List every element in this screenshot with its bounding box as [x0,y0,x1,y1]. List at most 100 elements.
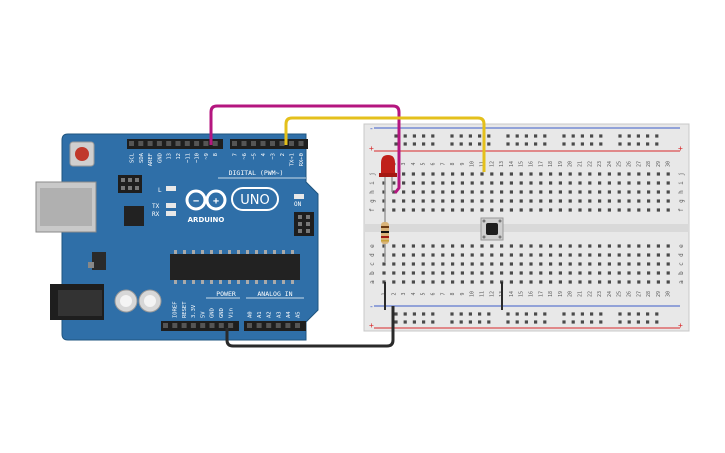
breadboard-hole[interactable] [558,262,562,266]
breadboard-hole[interactable] [618,134,622,138]
breadboard-hole[interactable] [480,253,484,257]
breadboard-hole[interactable] [562,312,566,316]
breadboard-hole[interactable] [450,134,454,138]
breadboard-hole[interactable] [470,181,474,185]
breadboard-hole[interactable] [568,181,572,185]
header-hole[interactable] [156,141,162,146]
breadboard-hole[interactable] [588,199,592,203]
breadboard-hole[interactable] [411,280,415,284]
breadboard-hole[interactable] [558,199,562,203]
breadboard-hole[interactable] [656,190,660,194]
breadboard-hole[interactable] [598,208,602,212]
header-hole[interactable] [166,141,172,146]
breadboard-hole[interactable] [490,280,494,284]
breadboard-hole[interactable] [588,181,592,185]
breadboard-hole[interactable] [441,208,445,212]
breadboard-hole[interactable] [422,134,426,138]
breadboard-hole[interactable] [392,262,396,266]
breadboard-hole[interactable] [656,253,660,257]
breadboard-hole[interactable] [394,312,398,316]
breadboard-hole[interactable] [524,320,528,324]
breadboard-hole[interactable] [598,199,602,203]
breadboard-hole[interactable] [578,271,582,275]
breadboard-hole[interactable] [470,190,474,194]
header-hole[interactable] [175,141,181,146]
header-hole[interactable] [200,323,206,328]
breadboard-hole[interactable] [558,208,562,212]
breadboard-hole[interactable] [441,199,445,203]
breadboard-hole[interactable] [578,172,582,176]
breadboard-hole[interactable] [578,208,582,212]
breadboard-hole[interactable] [500,253,504,257]
header-hole[interactable] [266,323,272,328]
breadboard-hole[interactable] [411,190,415,194]
breadboard-hole[interactable] [459,312,463,316]
breadboard-hole[interactable] [490,181,494,185]
breadboard-hole[interactable] [588,190,592,194]
breadboard-hole[interactable] [431,190,435,194]
breadboard-hole[interactable] [568,172,572,176]
breadboard-hole[interactable] [568,262,572,266]
breadboard-hole[interactable] [431,142,435,146]
header-hole[interactable] [228,323,234,328]
breadboard-hole[interactable] [617,271,621,275]
breadboard-hole[interactable] [392,280,396,284]
breadboard-hole[interactable] [534,142,538,146]
breadboard-hole[interactable] [646,312,650,316]
breadboard-hole[interactable] [468,142,472,146]
breadboard-hole[interactable] [519,199,523,203]
breadboard-hole[interactable] [562,134,566,138]
red-led[interactable] [379,155,397,192]
breadboard-hole[interactable] [558,244,562,248]
breadboard-hole[interactable] [441,253,445,257]
breadboard-hole[interactable] [647,190,651,194]
breadboard-hole[interactable] [509,280,513,284]
breadboard-hole[interactable] [431,280,435,284]
breadboard-hole[interactable] [529,280,533,284]
breadboard-hole[interactable] [529,190,533,194]
header-hole[interactable] [295,323,300,328]
breadboard-hole[interactable] [627,320,631,324]
breadboard-hole[interactable] [402,208,406,212]
breadboard-hole[interactable] [468,320,472,324]
breadboard-hole[interactable] [617,181,621,185]
breadboard-hole[interactable] [529,244,533,248]
breadboard-hole[interactable] [647,199,651,203]
breadboard-hole[interactable] [647,262,651,266]
header-hole[interactable] [129,141,134,146]
breadboard-hole[interactable] [588,244,592,248]
header-hole[interactable] [218,323,224,328]
breadboard-hole[interactable] [480,280,484,284]
header-hole[interactable] [256,323,262,328]
breadboard-hole[interactable] [392,181,396,185]
header-hole[interactable] [209,323,215,328]
header-hole[interactable] [184,141,190,146]
header-hole[interactable] [172,323,178,328]
breadboard-hole[interactable] [627,134,631,138]
breadboard-hole[interactable] [590,320,594,324]
breadboard-hole[interactable] [666,262,670,266]
breadboard-hole[interactable] [403,312,407,316]
breadboard-hole[interactable] [412,320,416,324]
breadboard-hole[interactable] [666,253,670,257]
header-hole[interactable] [212,141,218,146]
breadboard-hole[interactable] [441,190,445,194]
breadboard-hole[interactable] [647,181,651,185]
breadboard-hole[interactable] [500,271,504,275]
breadboard-hole[interactable] [647,244,651,248]
breadboard-hole[interactable] [617,172,621,176]
breadboard-hole[interactable] [441,262,445,266]
digital-header-right[interactable] [230,139,308,149]
breadboard-hole[interactable] [617,244,621,248]
breadboard-hole[interactable] [617,262,621,266]
breadboard-hole[interactable] [529,199,533,203]
breadboard-hole[interactable] [618,312,622,316]
breadboard-hole[interactable] [539,181,543,185]
header-hole[interactable] [232,141,237,146]
breadboard-hole[interactable] [534,320,538,324]
breadboard-hole[interactable] [637,253,641,257]
breadboard-hole[interactable] [571,134,575,138]
breadboard-hole[interactable] [470,244,474,248]
breadboard-hole[interactable] [524,142,528,146]
breadboard-hole[interactable] [637,190,641,194]
